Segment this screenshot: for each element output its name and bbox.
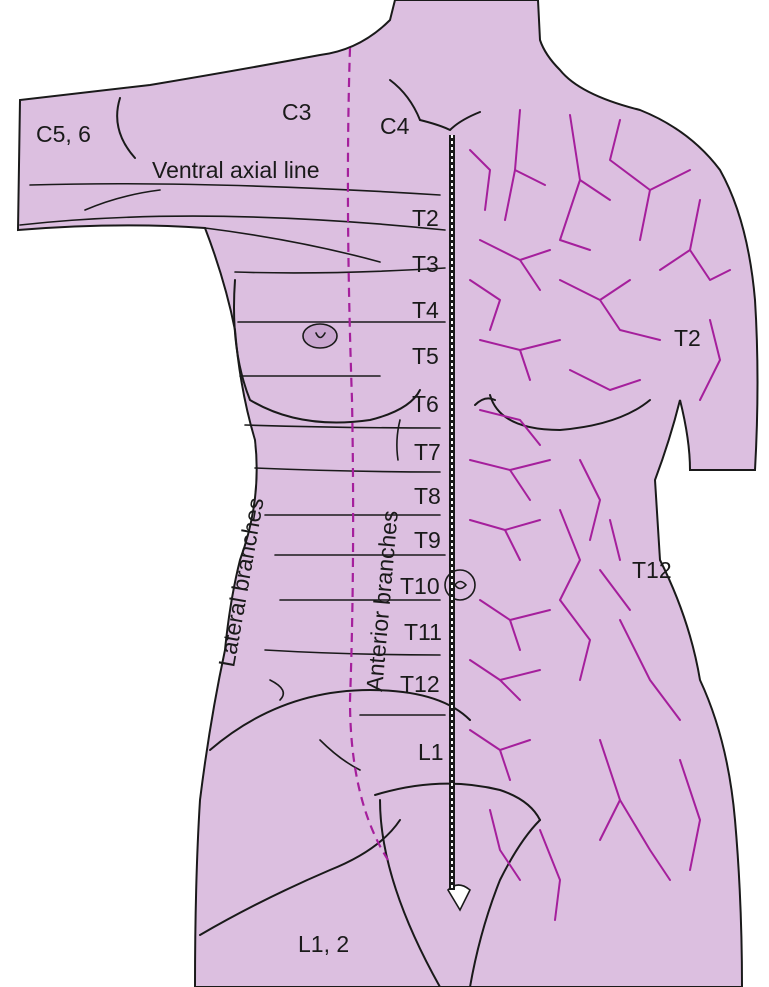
label-t10: T10 (400, 573, 440, 599)
label-t12-right: T12 (632, 557, 672, 583)
label-t5: T5 (412, 343, 439, 369)
label-c3: C3 (282, 99, 311, 125)
label-t7: T7 (414, 439, 441, 465)
label-c5-6: C5, 6 (36, 121, 91, 147)
label-t4: T4 (412, 297, 439, 323)
label-t3: T3 (412, 251, 439, 277)
torso-silhouette (18, 0, 758, 987)
label-l1-2: L1, 2 (298, 931, 349, 957)
label-t6: T6 (412, 391, 439, 417)
label-t8: T8 (414, 483, 441, 509)
label-c4: C4 (380, 113, 410, 139)
label-t9: T9 (414, 527, 441, 553)
label-t2-left: T2 (412, 205, 439, 231)
label-t2-right: T2 (674, 325, 701, 351)
label-t11: T11 (404, 619, 442, 645)
label-t12-left: T12 (400, 671, 440, 697)
label-ventral-axial-line: Ventral axial line (152, 157, 320, 183)
label-l1: L1 (418, 739, 444, 765)
